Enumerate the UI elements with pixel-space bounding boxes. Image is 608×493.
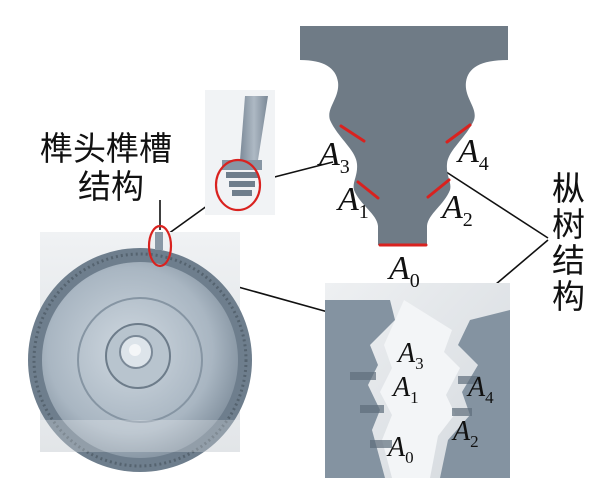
label-fir-tree: 枞 树 结 构 bbox=[552, 169, 596, 316]
callout-circle-blade bbox=[214, 158, 262, 212]
contact-highlights bbox=[339, 123, 472, 247]
label-tenon-mortise: 榫头榫槽 结构 bbox=[40, 129, 183, 206]
label-a4-profile: A4 bbox=[456, 133, 489, 175]
fir-tree-profile bbox=[300, 26, 508, 247]
label-a0-section: A0 bbox=[386, 432, 414, 467]
label-a1-section: A1 bbox=[391, 372, 419, 407]
label-a3-profile: A3 bbox=[317, 136, 350, 178]
callout-circle-disk bbox=[147, 224, 173, 268]
label-a4-section: A4 bbox=[466, 372, 494, 407]
label-a2-section: A2 bbox=[451, 416, 479, 451]
fir-tree-section-photo bbox=[325, 283, 510, 478]
blade-root-photo bbox=[205, 90, 275, 215]
label-a2-profile: A2 bbox=[440, 189, 473, 231]
label-a0-profile: A0 bbox=[387, 250, 420, 292]
label-a3-section: A3 bbox=[396, 338, 424, 373]
gear-teeth bbox=[32, 252, 248, 468]
gear-disk-photo bbox=[28, 232, 252, 472]
label-a1-profile: A1 bbox=[336, 181, 369, 223]
